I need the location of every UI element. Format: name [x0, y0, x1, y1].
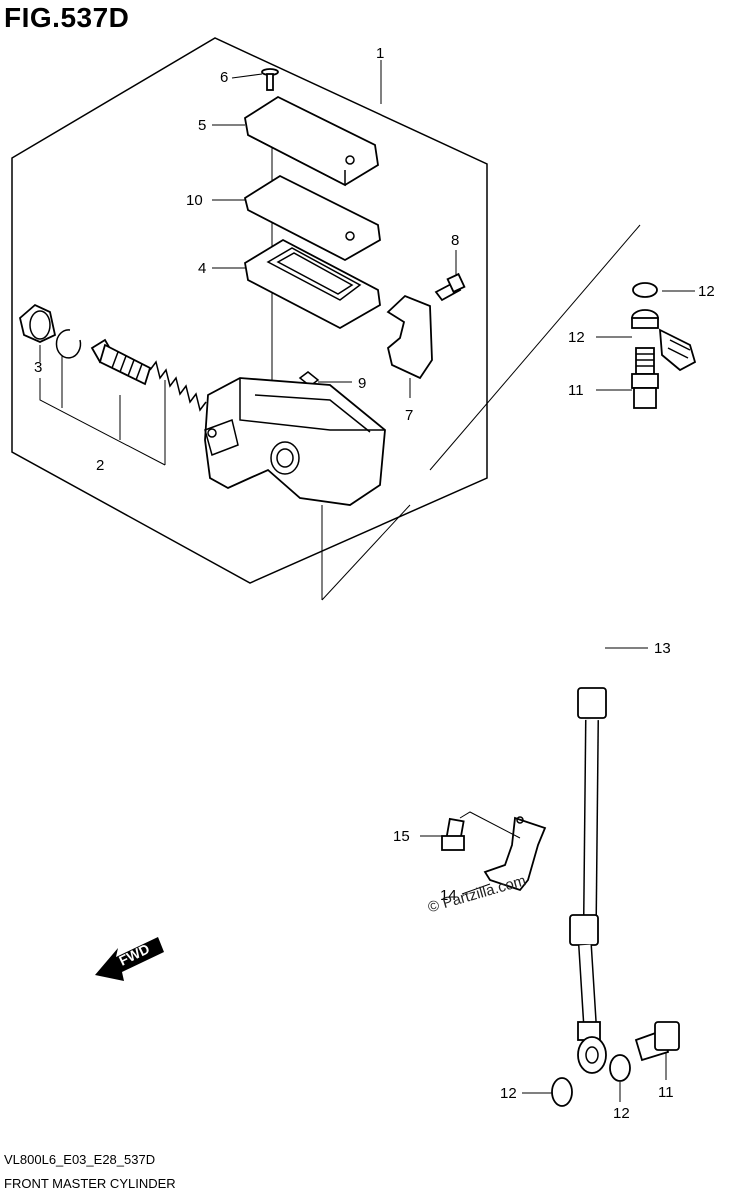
washer-part-12[interactable]: [609, 1054, 631, 1082]
fwd-arrow-icon: FWD: [95, 937, 164, 981]
union-bolt-part-11[interactable]: [631, 347, 659, 409]
callout-12-a: 12: [698, 283, 715, 300]
spring[interactable]: [149, 360, 207, 412]
callout-5: 5: [198, 117, 206, 134]
leader-lines: [39, 60, 695, 1102]
washer-part-12[interactable]: [551, 1077, 573, 1107]
bracket-part-14[interactable]: [483, 816, 547, 892]
diaphragm-plate-part-10[interactable]: [243, 174, 381, 262]
callout-13: 13: [654, 640, 671, 657]
guide-line: [429, 224, 641, 471]
guide-line: [321, 504, 411, 601]
guide-line: [459, 811, 521, 839]
washer-part-12[interactable]: [631, 309, 659, 329]
callout-9: 9: [358, 375, 366, 392]
callout-6: 6: [220, 69, 228, 86]
washer-part-12[interactable]: [632, 282, 658, 298]
callout-4: 4: [198, 260, 206, 277]
bolt-part-15[interactable]: [441, 817, 465, 851]
callout-15: 15: [393, 828, 410, 845]
part-2-bracket: [39, 355, 166, 466]
callout-7: 7: [405, 407, 413, 424]
callout-2: 2: [96, 457, 104, 474]
reservoir-cap-part-5[interactable]: [244, 95, 379, 187]
callout-12-c: 12: [500, 1085, 517, 1102]
callout-11-a: 11: [568, 382, 584, 399]
callout-3: 3: [34, 359, 42, 376]
screw-part-6[interactable]: [261, 68, 279, 91]
clamp-part-7[interactable]: [386, 294, 433, 380]
brake-hose-part-13[interactable]: [569, 328, 727, 1074]
bolt-part-8[interactable]: [434, 272, 466, 302]
diagram-code: VL800L6_E03_E28_537D: [4, 1152, 156, 1167]
union-bolt-part-11[interactable]: [634, 1021, 680, 1062]
callout-1: 1: [376, 45, 384, 62]
callout-10: 10: [186, 192, 203, 209]
piston-part-2[interactable]: [90, 338, 152, 386]
circlip[interactable]: [55, 329, 82, 359]
master-cylinder-body[interactable]: [204, 377, 386, 506]
boot-part-3[interactable]: [18, 303, 57, 343]
assembly-boundary: [11, 37, 488, 584]
diaphragm-part-4[interactable]: [244, 238, 381, 330]
diagram-name: FRONT MASTER CYLINDER: [4, 1176, 176, 1191]
callout-12-d: 12: [613, 1105, 630, 1122]
callout-8: 8: [451, 232, 459, 249]
callout-11-b: 11: [658, 1084, 674, 1101]
callout-12-b: 12: [568, 329, 585, 346]
callout-14: 14: [440, 887, 457, 904]
figure-title: FIG.537D: [4, 2, 130, 33]
